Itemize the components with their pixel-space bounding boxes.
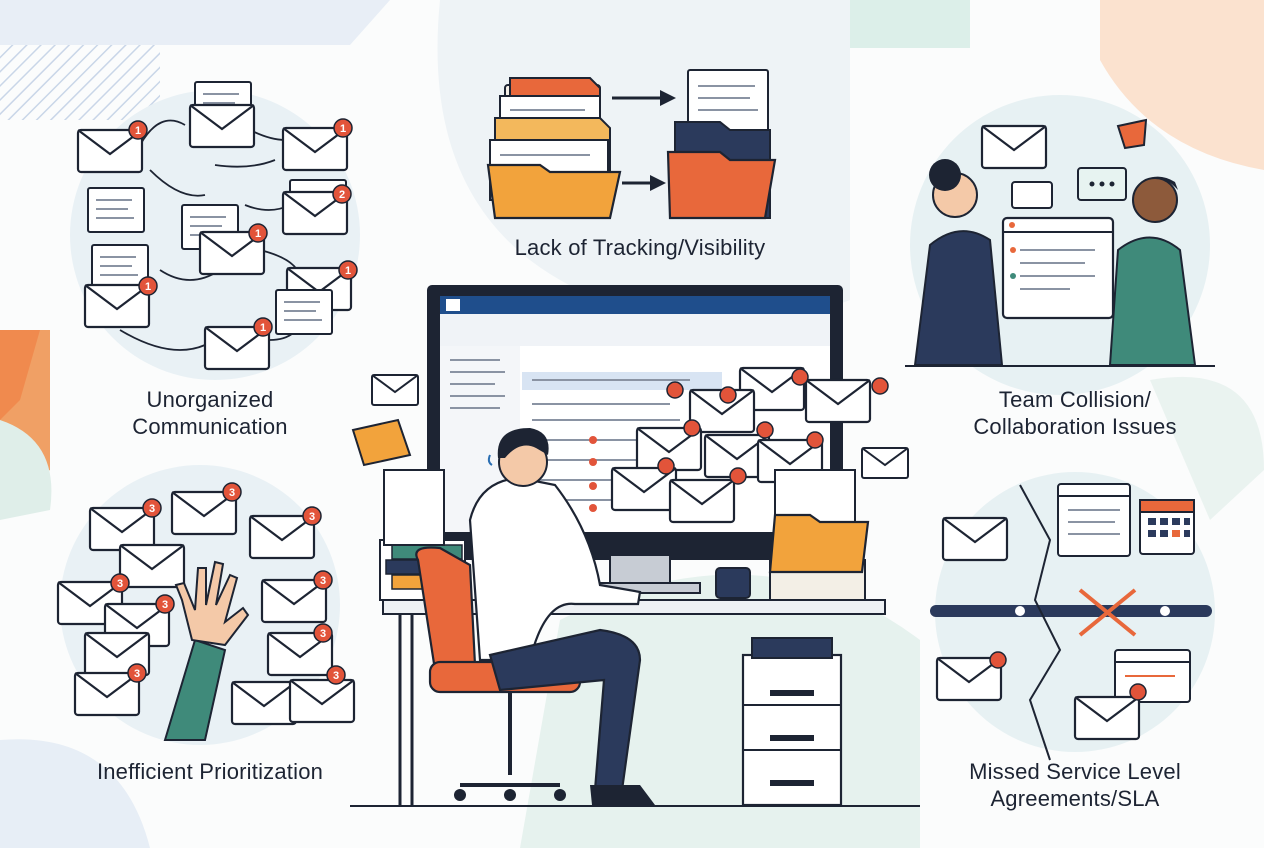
caption-prioritization: Inefficient Prioritization bbox=[40, 758, 380, 785]
desk-scene bbox=[350, 285, 920, 807]
notification-badge-count: 3 bbox=[149, 503, 155, 515]
notification-badge-icon bbox=[871, 377, 889, 395]
notification-badge-icon bbox=[729, 467, 747, 485]
notification-badge-icon: 3 bbox=[110, 573, 130, 593]
notification-badge-count: 3 bbox=[309, 511, 315, 523]
notification-badge-icon: 3 bbox=[142, 498, 162, 518]
team-vignette bbox=[905, 95, 1215, 395]
notification-badge-count: 1 bbox=[135, 125, 141, 137]
caption-unorganized-line1: Unorganized bbox=[146, 387, 274, 412]
sla-vignette bbox=[930, 472, 1215, 761]
unorganized-badges: 1 1 2 1 1 1 1 bbox=[128, 118, 358, 337]
caption-team-line2: Collaboration Issues bbox=[973, 414, 1177, 439]
notification-badge-icon: 3 bbox=[313, 570, 333, 590]
notification-badge-icon: 1 bbox=[138, 276, 158, 296]
notification-badge-icon: 1 bbox=[253, 317, 273, 337]
notification-badge-icon bbox=[683, 419, 701, 437]
notification-badge-icon: 1 bbox=[333, 118, 353, 138]
notification-badge-count: 3 bbox=[162, 599, 168, 611]
notification-badge-icon bbox=[657, 457, 675, 475]
notification-badge-count: 3 bbox=[320, 628, 326, 640]
notification-badge-count: 1 bbox=[145, 281, 151, 293]
notification-badge-count: 3 bbox=[134, 668, 140, 680]
caption-unorganized: Unorganized Communication bbox=[60, 386, 360, 440]
notification-badge-icon: 3 bbox=[127, 663, 147, 683]
notification-badge-icon bbox=[666, 381, 684, 399]
notification-badge-count: 2 bbox=[339, 189, 345, 201]
caption-unorganized-line2: Communication bbox=[132, 414, 288, 439]
notification-badge-count: 3 bbox=[333, 670, 339, 682]
caption-prioritization-text: Inefficient Prioritization bbox=[96, 759, 324, 784]
notification-badge-count: 1 bbox=[260, 322, 266, 334]
notification-badge-icon: 3 bbox=[326, 665, 346, 685]
tracking-vignette bbox=[486, 69, 777, 220]
notification-badge-count: 1 bbox=[345, 265, 351, 277]
notification-badge-icon: 3 bbox=[313, 623, 333, 643]
notification-badge-icon: 3 bbox=[222, 482, 242, 502]
notification-badge-icon: 1 bbox=[248, 223, 268, 243]
unorganized-vignette bbox=[70, 81, 360, 380]
desk-badges bbox=[657, 368, 889, 485]
notification-badge-icon: 2 bbox=[332, 184, 352, 204]
notification-badge-icon: 1 bbox=[128, 120, 148, 140]
notification-badge-icon bbox=[756, 421, 774, 439]
caption-sla: Missed Service Level Agreements/SLA bbox=[920, 758, 1230, 812]
prioritization-badges: 3 3 3 3 3 3 3 3 3 bbox=[110, 482, 346, 685]
notification-badge-icon bbox=[791, 368, 809, 386]
caption-tracking: Lack of Tracking/Visibility bbox=[440, 234, 840, 261]
notification-badge-count: 3 bbox=[320, 575, 326, 587]
caption-sla-line1: Missed Service Level bbox=[969, 759, 1181, 784]
notification-badge-count: 3 bbox=[229, 487, 235, 499]
notification-badge-icon: 3 bbox=[302, 506, 322, 526]
notification-badge-count: 1 bbox=[340, 123, 346, 135]
notification-badge-icon bbox=[806, 431, 824, 449]
caption-team: Team Collision/ Collaboration Issues bbox=[910, 386, 1240, 440]
notification-badge-count: 1 bbox=[255, 228, 261, 240]
caption-sla-line2: Agreements/SLA bbox=[990, 786, 1160, 811]
notification-badge-icon: 3 bbox=[155, 594, 175, 614]
caption-tracking-text: Lack of Tracking/Visibility bbox=[514, 235, 766, 260]
notification-badge-icon bbox=[719, 386, 737, 404]
notification-badge-icon: 1 bbox=[338, 260, 358, 280]
notification-badge-count: 3 bbox=[117, 578, 123, 590]
caption-team-line1: Team Collision/ bbox=[998, 387, 1152, 412]
